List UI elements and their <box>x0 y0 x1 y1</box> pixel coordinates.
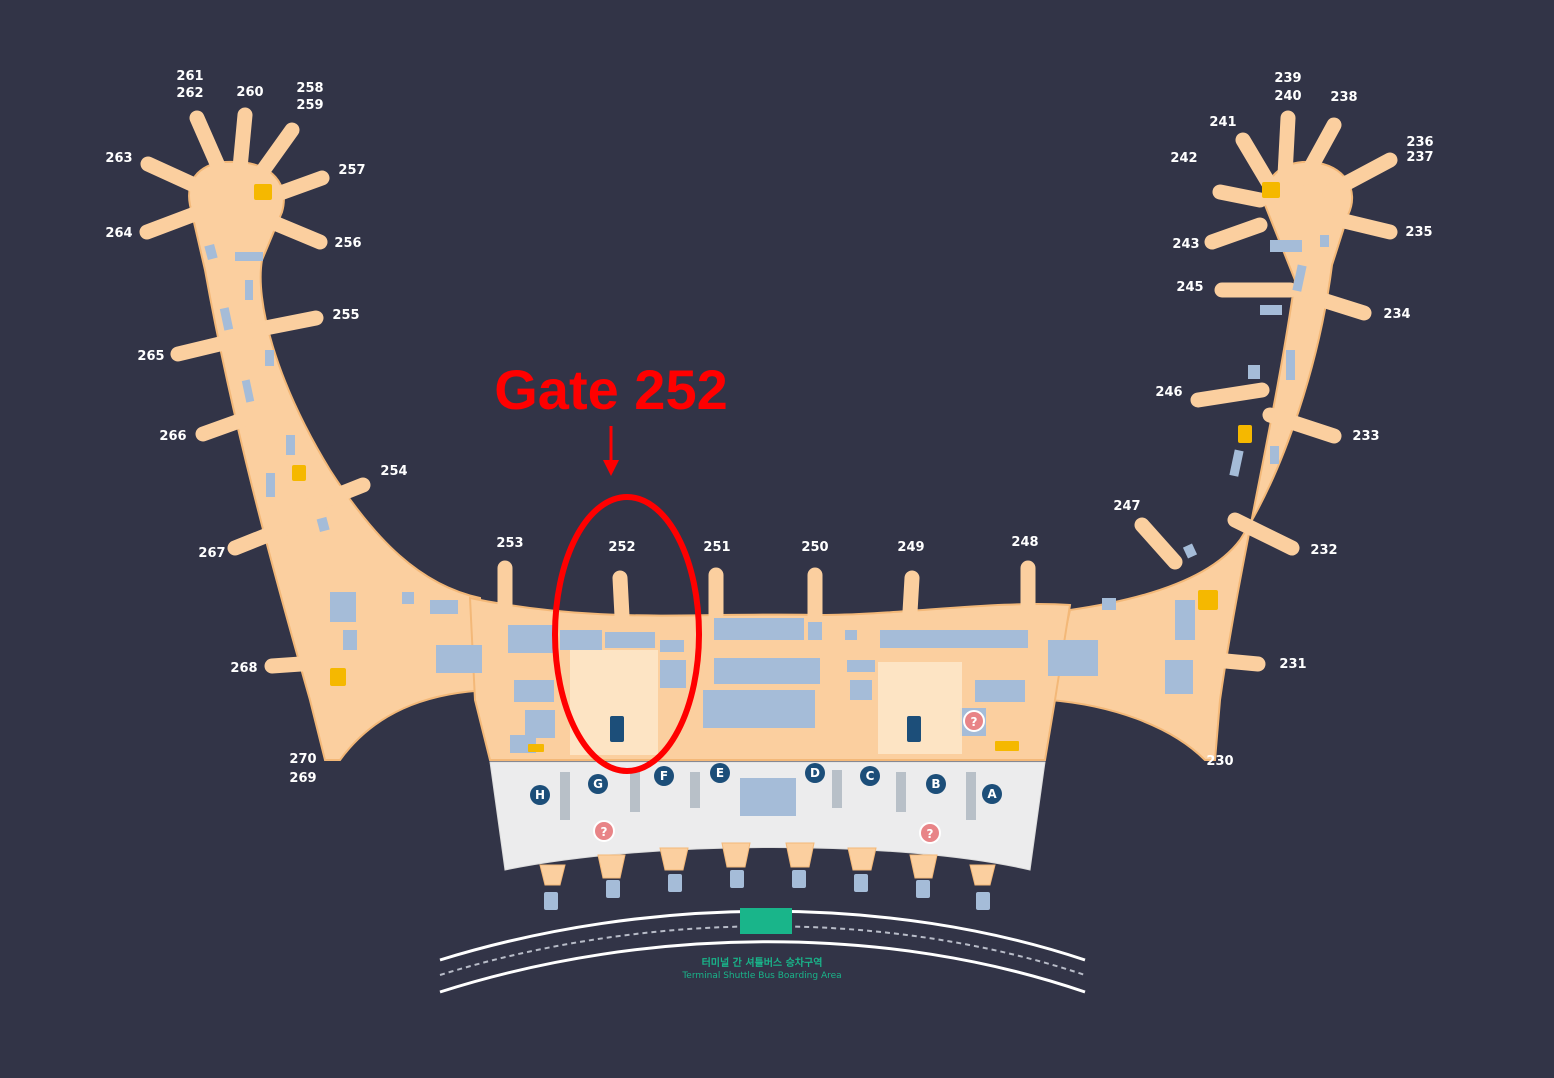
gate-label: 230 <box>1206 754 1233 769</box>
curbside-bays <box>539 842 996 886</box>
counter-badges: H G F E D C B A <box>530 763 1002 805</box>
escalator-icon <box>610 716 624 742</box>
gate-label: 246 <box>1155 385 1182 400</box>
transfer-markers <box>610 716 921 742</box>
gate-label: 240 <box>1274 89 1301 104</box>
down-arrow-icon <box>603 426 619 476</box>
counter-b: B <box>931 777 940 791</box>
gate-label: 234 <box>1383 307 1410 322</box>
lounge-icons <box>254 182 1280 752</box>
gate-label: 250 <box>801 540 828 555</box>
gate-label: 231 <box>1279 657 1306 672</box>
gate-252-highlight-ellipse <box>552 494 702 774</box>
gate-label: 248 <box>1011 535 1038 550</box>
gate-label: 239 <box>1274 71 1301 86</box>
counter-e: E <box>716 766 724 780</box>
gate-label: 270 <box>289 752 316 767</box>
lounge-icon <box>1238 425 1252 443</box>
gate-label: 247 <box>1113 499 1140 514</box>
gate-label: 269 <box>289 771 316 786</box>
shuttle-label-english: Terminal Shuttle Bus Boarding Area <box>681 971 841 981</box>
gate-label: 264 <box>105 226 132 241</box>
gate-label: 265 <box>137 349 164 364</box>
exit-doors <box>544 870 990 910</box>
gate-label: 258 <box>296 81 323 96</box>
gate-label: 233 <box>1352 429 1379 444</box>
gate-label: 253 <box>496 536 523 551</box>
lounge-icon <box>254 184 272 200</box>
info-icon <box>919 822 941 844</box>
svg-text:?: ? <box>601 825 608 839</box>
gate-label: 260 <box>236 85 263 100</box>
shuttle-boarding-zone <box>740 908 792 934</box>
lounge-icon <box>330 668 346 686</box>
hatched-zones <box>570 650 962 755</box>
shop-blocks <box>204 235 1329 753</box>
gate-label: 245 <box>1176 280 1203 295</box>
gate-label: 251 <box>703 540 730 555</box>
gate-label: 243 <box>1172 237 1199 252</box>
escalator-icon <box>907 716 921 742</box>
lounge-icon <box>292 465 306 481</box>
gate-label: 235 <box>1405 225 1432 240</box>
gate-label: 236 <box>1406 135 1433 150</box>
info-icon <box>963 710 985 732</box>
lounge-icon <box>528 744 544 752</box>
lounge-icon <box>1198 590 1218 610</box>
gate-label: 254 <box>380 464 407 479</box>
gate-arms <box>139 107 1398 674</box>
gate-label: 238 <box>1330 90 1357 105</box>
info-icon <box>593 820 615 842</box>
info-glyphs: ? ? ? <box>601 715 978 841</box>
info-badges <box>593 710 985 844</box>
counter-f: F <box>660 769 668 783</box>
shuttle-label-korean: 터미널 간 셔틀버스 승차구역 <box>702 956 823 969</box>
gate-label: 268 <box>230 661 257 676</box>
gate-label: 232 <box>1310 543 1337 558</box>
gate-label: 267 <box>198 546 225 561</box>
counter-g: G <box>593 777 603 791</box>
counter-a: A <box>987 787 997 801</box>
gate-label: 249 <box>897 540 924 555</box>
counter-rows <box>560 770 976 820</box>
gate-label: 263 <box>105 151 132 166</box>
counter-h: H <box>535 788 545 802</box>
gate-label-252: 252 <box>608 540 635 555</box>
gate-label: 261 <box>176 69 203 84</box>
annotation-title: Gate 252 <box>494 358 728 421</box>
gate-label: 237 <box>1406 150 1433 165</box>
counter-c: C <box>866 769 875 783</box>
gate-label: 257 <box>338 163 365 178</box>
gate-label: 259 <box>296 98 323 113</box>
gate-label: 242 <box>1170 151 1197 166</box>
lounge-icon <box>995 741 1019 751</box>
gate-label: 255 <box>332 308 359 323</box>
central-area-block <box>740 778 796 816</box>
lounge-icon <box>1262 182 1280 198</box>
gate-label: 256 <box>334 236 361 251</box>
svg-text:?: ? <box>927 827 934 841</box>
gate-label: 262 <box>176 86 203 101</box>
counter-d: D <box>810 766 820 780</box>
gate-labels: 261 262 260 258 259 263 257 264 256 255 … <box>105 69 1433 786</box>
gate-label: 241 <box>1209 115 1236 130</box>
gate-label: 266 <box>159 429 186 444</box>
svg-text:?: ? <box>971 715 978 729</box>
